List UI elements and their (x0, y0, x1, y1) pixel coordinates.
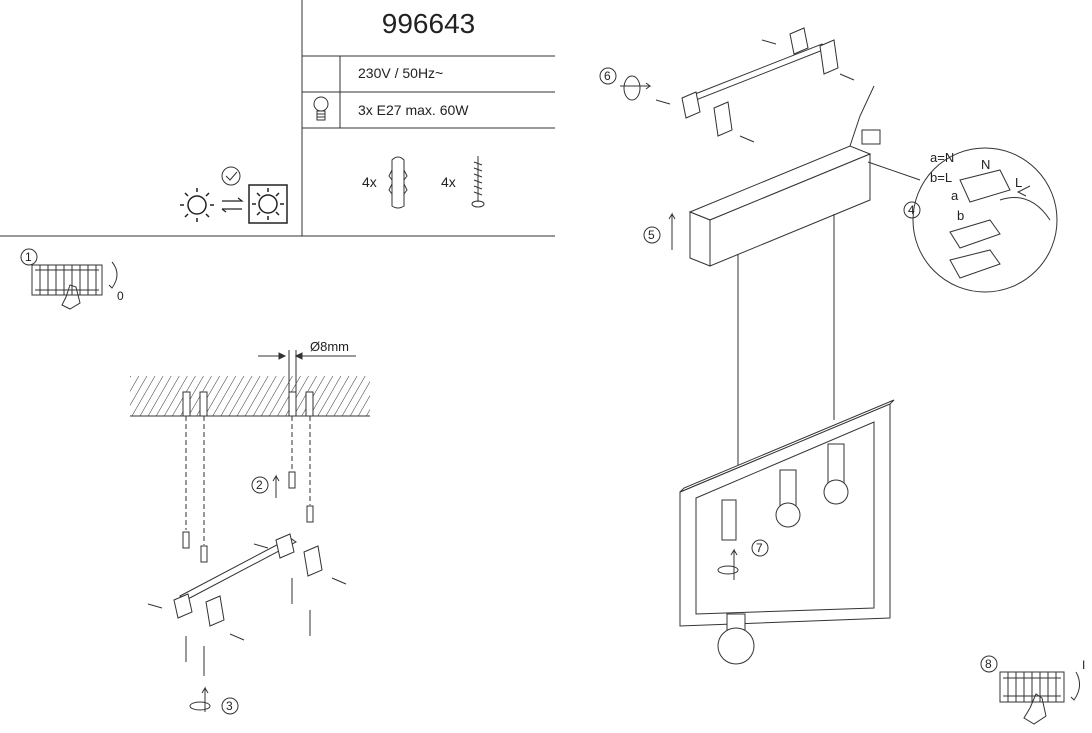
wiring-b-label: b (957, 208, 965, 223)
drill-diameter-label: Ø8mm (310, 339, 349, 354)
step-7-number: 7 (756, 541, 763, 555)
step-4-number: 4 (908, 203, 915, 217)
voltage-spec: 230V / 50Hz~ (358, 65, 444, 81)
ceiling (130, 376, 370, 417)
dowel (182, 471, 314, 563)
dowel-quantity: 4x (362, 174, 377, 190)
model-number: 996643 (381, 8, 476, 39)
rotate-arrow-icon (717, 548, 739, 580)
screw-quantity: 4x (441, 174, 456, 190)
bulb-icon (313, 96, 329, 121)
fuse-box-icon (999, 671, 1065, 703)
screw (655, 39, 855, 143)
drill-diameter-marker (258, 350, 356, 392)
sun-icon (180, 188, 214, 222)
hand-icon (1023, 693, 1047, 725)
canopy (688, 145, 872, 267)
rotate-arrow-icon (108, 261, 118, 289)
wiring-l-label: L (1015, 175, 1023, 190)
up-arrow-icon (189, 474, 280, 712)
screw-icon (471, 156, 485, 208)
step-3-number: 3 (226, 699, 233, 713)
step-markers (20, 67, 998, 715)
swap-arrows-icon (221, 197, 244, 213)
screwdriver-icon (620, 75, 652, 101)
sun-icon (248, 184, 288, 224)
screw (147, 543, 347, 676)
step-2-number: 2 (256, 478, 263, 492)
wiring-a-label: a (951, 188, 959, 203)
light-bulb (717, 613, 755, 665)
step-8-number: 8 (985, 657, 992, 671)
switch-off-label: 0 (117, 289, 124, 303)
wiring-detail (867, 147, 1058, 293)
up-arrow-icon (668, 212, 676, 250)
drill-guide-lines (185, 416, 311, 545)
wiring-b-l-label: b=L (930, 170, 953, 185)
switch-on-label: I (1082, 658, 1086, 672)
mounting-bracket (173, 533, 323, 627)
step-6-number: 6 (604, 69, 611, 83)
supply-wire (849, 85, 881, 147)
rotate-arrow-icon (1070, 671, 1080, 701)
spec-table (0, 0, 555, 237)
dowel-icon (388, 156, 408, 209)
wiring-a-n-label: a=N (930, 150, 955, 165)
hand-icon (61, 284, 81, 310)
bulb-spec: 3x E27 max. 60W (358, 102, 469, 118)
wiring-n-label: N (981, 157, 991, 172)
ceiling-bracket (681, 27, 839, 137)
fuse-box-icon (31, 264, 103, 296)
suspension-cable (737, 214, 835, 470)
check-icon (221, 166, 241, 186)
step-5-number: 5 (648, 228, 655, 242)
step-1-number: 1 (25, 250, 32, 264)
bulb-socket (721, 443, 849, 541)
